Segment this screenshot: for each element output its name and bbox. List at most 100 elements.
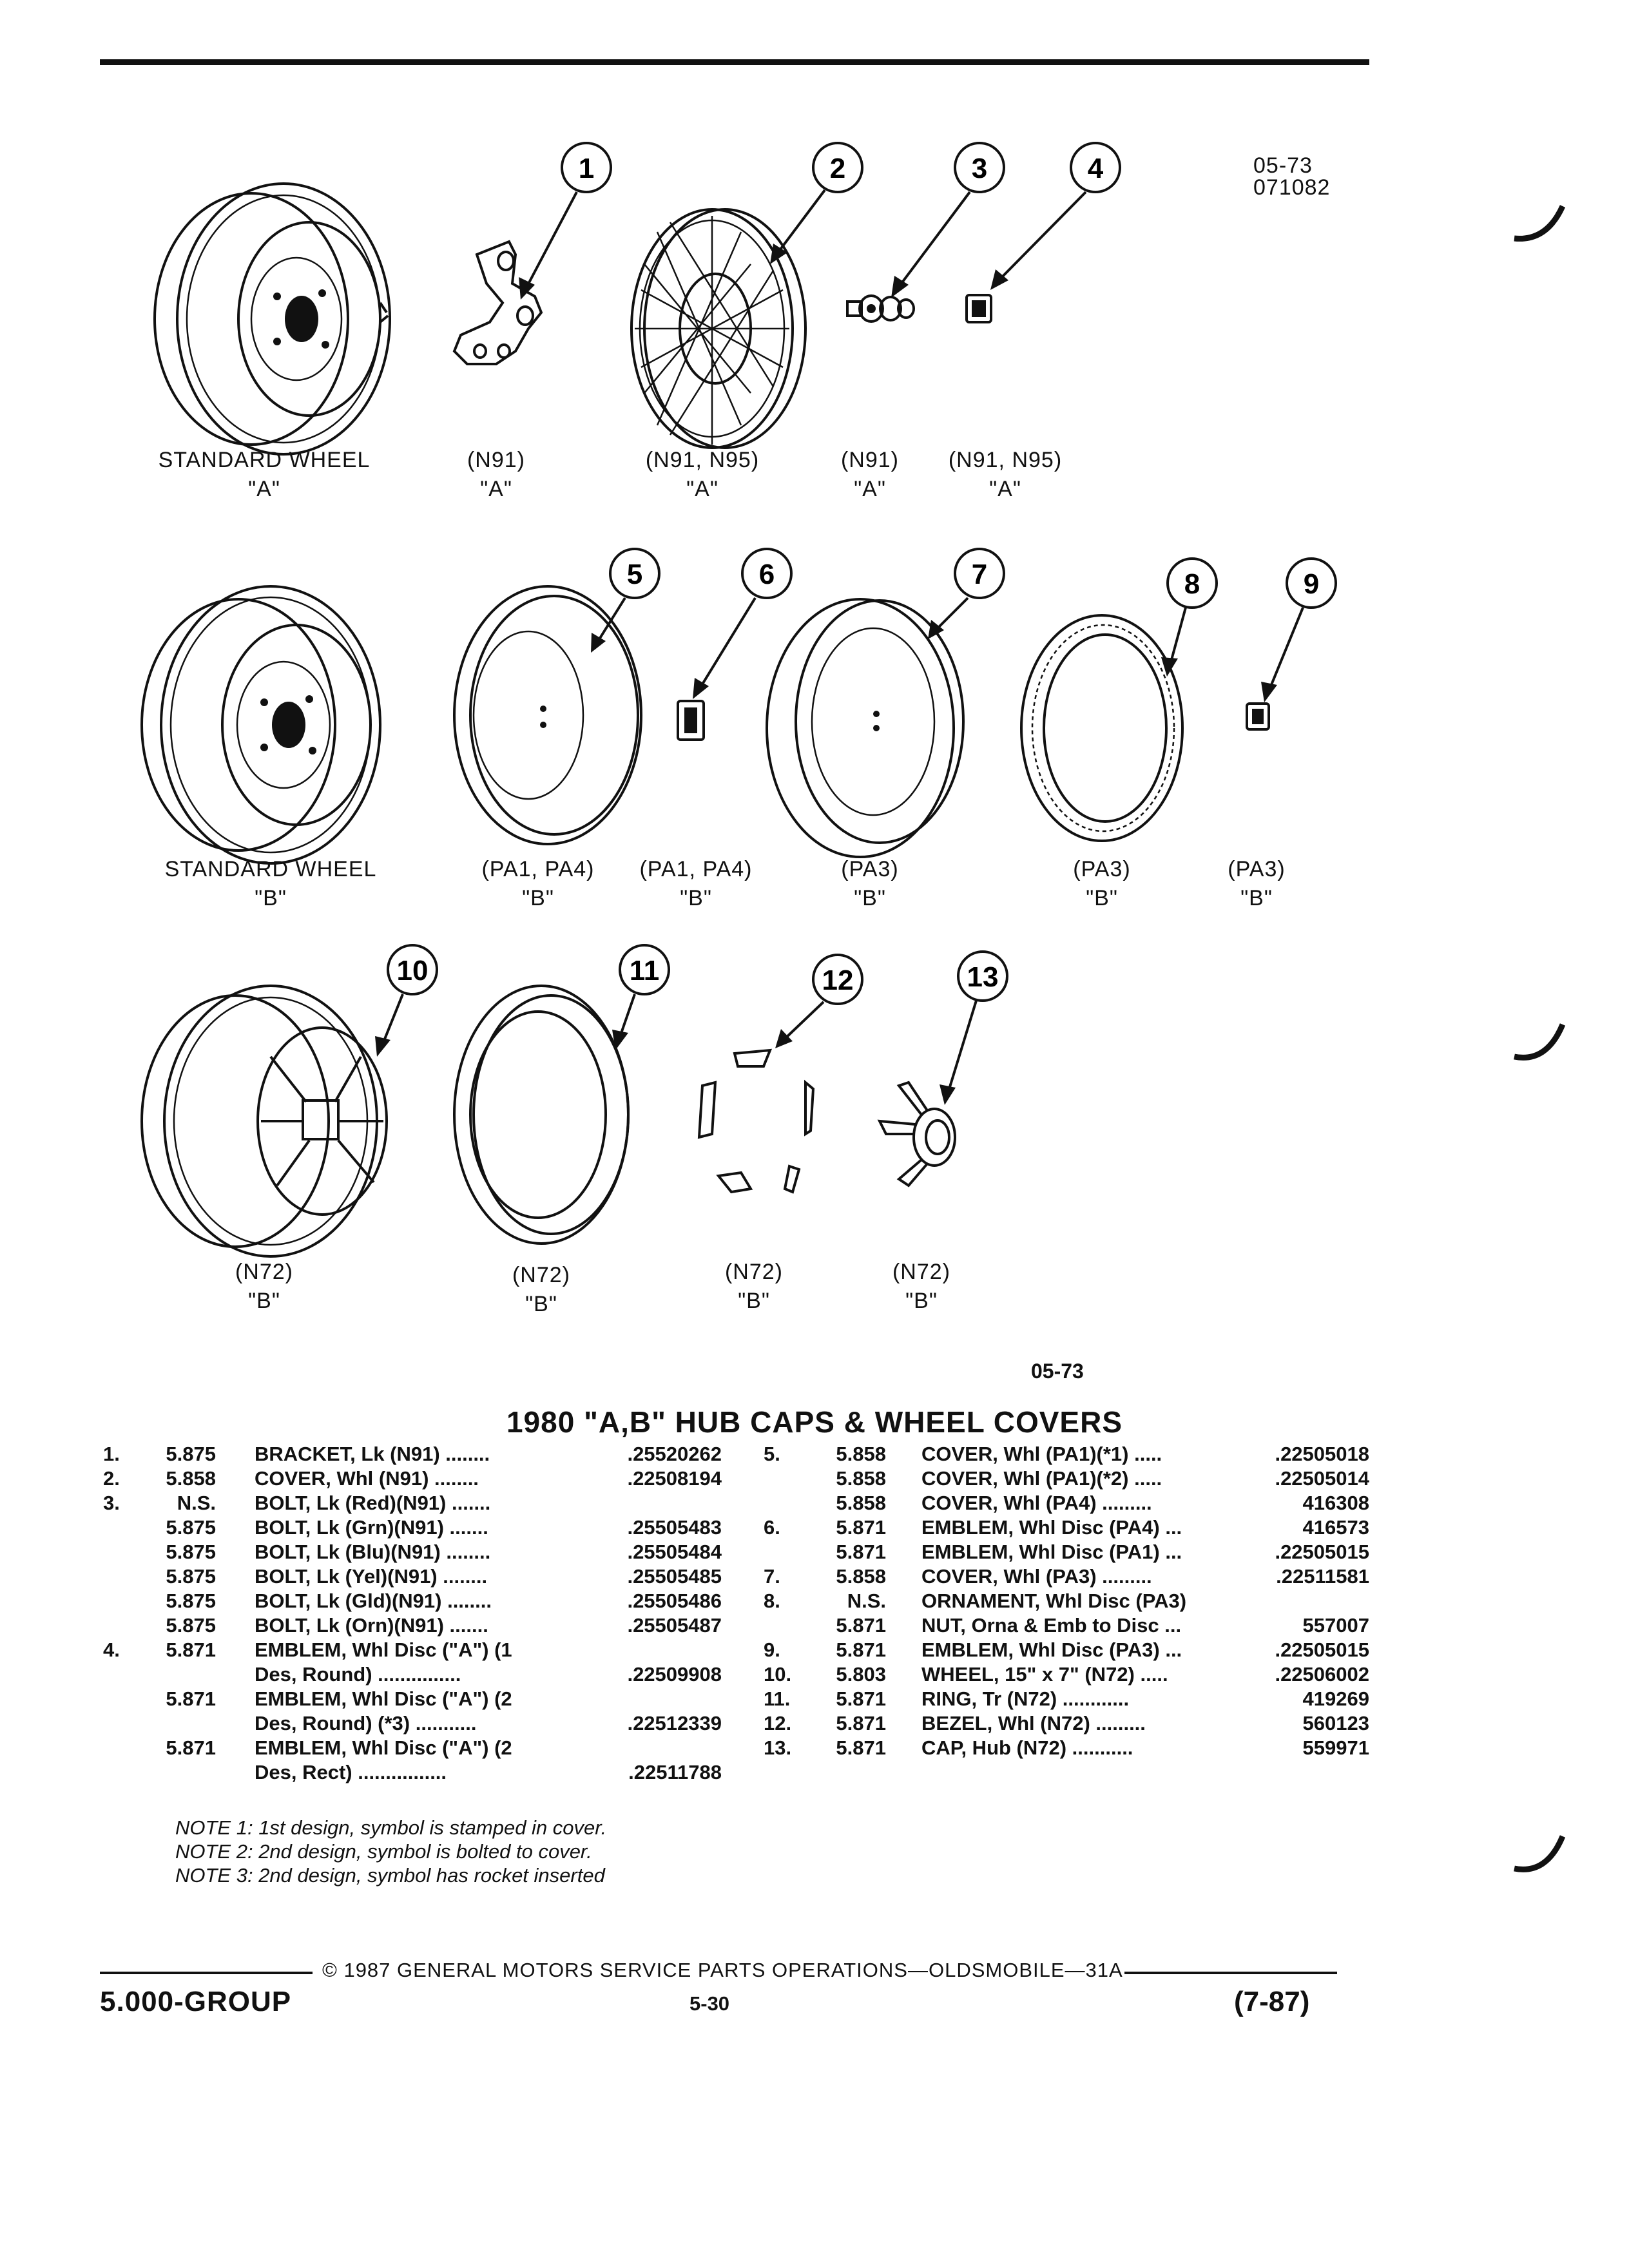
- wheel-cover-pa3-drawing: [766, 598, 965, 858]
- parts-list-code: 5.858: [836, 1565, 886, 1588]
- parts-list-desc: COVER, Whl (PA4) .........: [921, 1492, 1152, 1514]
- callout-3: 3: [891, 142, 1005, 298]
- lock-bolt-drawing: [846, 294, 915, 323]
- emblem-disc-pa3-drawing: [1246, 702, 1270, 731]
- figure-label-line1: (PA3): [1228, 857, 1286, 881]
- parts-list-part: .25505487: [627, 1614, 722, 1637]
- parts-list-row: Des, Round) ................22509908: [103, 1662, 722, 1687]
- callout-4: 4: [990, 142, 1121, 290]
- parts-list-row: 3.N.S.BOLT, Lk (Red)(N91) .......: [103, 1491, 722, 1515]
- parts-list-num: 10.: [764, 1663, 792, 1686]
- callout-13: 13: [940, 950, 1008, 1105]
- figure-label-emblem-pa4: (PA1, PA4) "B": [619, 857, 773, 911]
- figure-label-bracket: (N91) "A": [445, 448, 548, 502]
- figure-label-lock-bolt: (N91) "A": [818, 448, 921, 502]
- figure-label-line1: (N72): [724, 1260, 784, 1284]
- parts-list-part: .22505014: [1275, 1467, 1369, 1490]
- parts-list-part: .22506002: [1275, 1663, 1369, 1686]
- parts-list-part: .22505015: [1275, 1639, 1369, 1661]
- figure-label-ring-n72: (N72) "B": [490, 1263, 593, 1317]
- parts-list-num: 4.: [103, 1639, 120, 1661]
- footer-page: 5-30: [689, 1992, 730, 2015]
- parts-list-code: N.S.: [177, 1492, 216, 1514]
- parts-list-desc: CAP, Hub (N72) ...........: [921, 1736, 1133, 1759]
- figure-label-ornament: (PA3) "B": [1050, 857, 1153, 911]
- figure-label-wheel-n72: (N72) "B": [213, 1260, 316, 1314]
- figure-label-standard-wheel-b: STANDARD WHEEL "B": [135, 857, 406, 911]
- figure-label-line1: (PA3): [841, 857, 899, 881]
- parts-list-desc: Des, Rect) ................: [255, 1761, 447, 1783]
- parts-list-desc: WHEEL, 15" x 7" (N72) .....: [921, 1663, 1168, 1686]
- parts-list-desc: EMBLEM, Whl Disc ("A") (1: [255, 1639, 512, 1661]
- parts-list-row: Des, Round) (*3) ............22512339: [103, 1711, 722, 1736]
- bezel-drawing: [697, 1048, 815, 1194]
- figure-label-emblem-pa3: (PA3) "B": [1205, 857, 1308, 911]
- figure-label-line1: STANDARD WHEEL: [164, 857, 377, 881]
- parts-list-code: 5.871: [836, 1687, 886, 1710]
- hub-cap-drawing: [877, 1081, 956, 1187]
- callout-13-label: 13: [967, 961, 999, 993]
- parts-list-part: .22509908: [627, 1663, 722, 1686]
- callout-8-label: 8: [1184, 568, 1200, 600]
- callout-12: 12: [775, 954, 863, 1048]
- figure-label-standard-wheel-a: STANDARD WHEEL "A": [135, 448, 393, 502]
- trim-ring-drawing: [453, 985, 630, 1245]
- figure-label-line1: (N72): [892, 1260, 951, 1284]
- figure-label-line1: STANDARD WHEEL: [158, 448, 371, 472]
- standard-wheel-a-drawing: [153, 182, 391, 456]
- callout-11: 11: [612, 944, 670, 1050]
- parts-list-code: 5.871: [166, 1736, 216, 1759]
- parts-list-row: Des, Rect) .................22511788: [103, 1760, 722, 1785]
- parts-list-part: .25505486: [627, 1590, 722, 1612]
- footer-date: (7-87): [1234, 1986, 1310, 2017]
- callout-12-label: 12: [822, 965, 854, 996]
- parts-list-desc: EMBLEM, Whl Disc ("A") (2: [255, 1687, 512, 1710]
- parts-list-desc: EMBLEM, Whl Disc (PA4) ...: [921, 1516, 1182, 1539]
- parts-list-code: 5.871: [836, 1736, 886, 1759]
- parts-list-num: 12.: [764, 1712, 792, 1735]
- figure-label-line1: (PA1, PA4): [481, 857, 595, 881]
- callout-5: 5: [591, 548, 660, 653]
- parts-list-code: 5.875: [166, 1443, 216, 1465]
- parts-list-desc: ORNAMENT, Whl Disc (PA3): [921, 1590, 1187, 1612]
- parts-list-desc: BOLT, Lk (Blu)(N91) ........: [255, 1541, 491, 1563]
- parts-list-part: 419269: [1302, 1687, 1369, 1710]
- callout-9: 9: [1261, 557, 1337, 702]
- parts-list-desc: COVER, Whl (PA1)(*2) .....: [921, 1467, 1162, 1490]
- figure-label-line2: "B": [255, 886, 287, 910]
- footer-copyright: © 1987 GENERAL MOTORS SERVICE PARTS OPER…: [322, 1959, 1123, 1981]
- parts-list-code: 5.858: [166, 1467, 216, 1490]
- rally-wheel-drawing: [140, 985, 388, 1258]
- emblem-a-drawing: [965, 294, 992, 323]
- parts-list-desc: RING, Tr (N72) ............: [921, 1687, 1130, 1710]
- binder-mark-3: [1514, 1835, 1566, 1872]
- parts-list-code: 5.871: [836, 1516, 886, 1539]
- standard-wheel-b-drawing: [140, 585, 381, 865]
- figure-label-line2: "B": [1086, 886, 1118, 910]
- figure-label-line2: "B": [905, 1289, 938, 1313]
- binder-mark-2: [1514, 1023, 1566, 1061]
- emblem-disc-pa4-drawing: [677, 700, 705, 741]
- figure-label-line2: "A": [989, 477, 1021, 501]
- parts-list-desc: EMBLEM, Whl Disc (PA1) ...: [921, 1541, 1182, 1563]
- callout-1-label: 1: [579, 153, 594, 184]
- callout-7: 7: [928, 548, 1005, 639]
- figure-label-line1: (N91): [467, 448, 526, 472]
- header-code-line2: 071082: [1253, 175, 1331, 200]
- parts-list-part: .22508194: [627, 1467, 722, 1490]
- parts-list-desc: BOLT, Lk (Grn)(N91) .......: [255, 1516, 488, 1539]
- parts-list-code: N.S.: [847, 1590, 886, 1612]
- parts-list-part: .22505018: [1275, 1443, 1369, 1465]
- parts-list-num: 13.: [764, 1736, 792, 1759]
- parts-list-desc: BOLT, Lk (Gld)(N91) ........: [255, 1590, 492, 1612]
